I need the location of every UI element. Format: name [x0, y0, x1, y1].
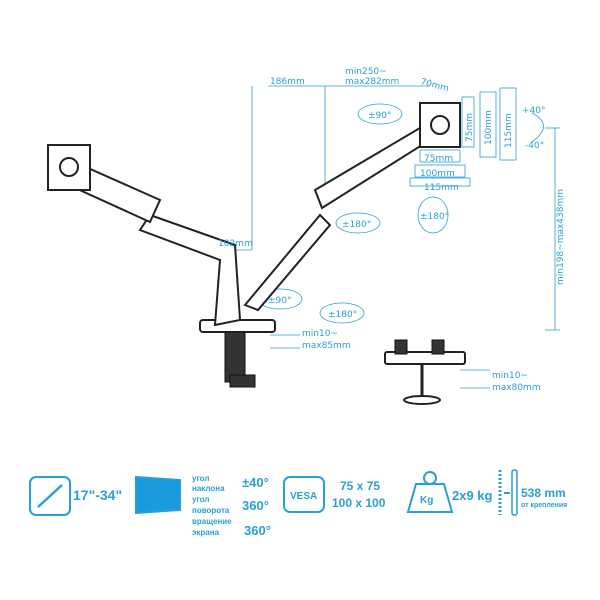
tilt-label-2: наклона: [192, 484, 225, 493]
swivel-mid-label: ±180°: [342, 220, 371, 230]
swivel-top-label: ±90°: [368, 111, 392, 121]
vesa-icon: [283, 476, 325, 513]
grommet-range-2: max80mm: [492, 383, 541, 393]
tilt-down-label: -40°: [525, 141, 544, 151]
rotation-label-2: экрана: [192, 528, 220, 537]
clamp-range-2: max85mm: [302, 341, 351, 351]
weight-icon-label: Kg: [420, 495, 433, 506]
vesa-value-1: 75 x 75: [340, 479, 380, 493]
vesa-plate-left: [47, 144, 91, 191]
vesa-h-75: 75mm: [424, 154, 453, 164]
grommet-range-1: min10~: [492, 371, 528, 381]
vesa-v-75: 75mm: [465, 113, 475, 142]
swivel-value: 360°: [242, 498, 269, 513]
clamp-range-1: min10~: [302, 329, 338, 339]
rotate-screen-label: ±180°: [420, 212, 449, 222]
screen-size-icon: [29, 476, 71, 516]
tilt-label-1: угол: [192, 474, 209, 483]
weight-value: 2x9 kg: [452, 488, 493, 503]
screen-rotate-icon: [135, 475, 181, 515]
vesa-plate-right: [419, 102, 461, 148]
swivel-label-1: угол: [192, 495, 209, 504]
rotation-value: 360°: [244, 523, 271, 538]
vesa-offset-label: 70mm: [419, 77, 450, 94]
arm-extension-label-1: min250~: [345, 67, 387, 77]
vesa-v-100: 100mm: [484, 110, 494, 145]
vesa-v-115: 115mm: [504, 113, 514, 148]
tilt-value: ±40°: [242, 475, 269, 490]
rotation-label-1: вращение: [192, 517, 232, 526]
pole-height-label: min198~max438mm: [556, 189, 566, 285]
vesa-icon-label: VESA: [290, 491, 317, 502]
arm-reach-label: 186mm: [270, 77, 305, 87]
vesa-h-115: 115mm: [424, 183, 459, 193]
swivel-label-2: поворота: [192, 506, 230, 515]
dimension-lines: [214, 85, 560, 389]
distance-value: 538 mm: [521, 486, 566, 500]
rotation-arrows: [257, 103, 544, 324]
vesa-value-2: 100 x 100: [332, 496, 386, 510]
arm-extension-label-2: max282mm: [345, 77, 399, 87]
vesa-h-100: 100mm: [420, 169, 455, 179]
monitor-arm-drawing: [47, 102, 466, 405]
weight-icon: [423, 471, 437, 485]
distance-label: от крепления: [521, 502, 567, 509]
spec-strip: 17"-34" угол наклона угол поворота враще…: [29, 469, 567, 538]
screen-size-value: 17"-34": [73, 487, 122, 503]
swivel-base2-label: ±180°: [328, 310, 357, 320]
swivel-base-label: ±90°: [268, 296, 292, 306]
lower-arm-label: 102mm: [218, 239, 253, 249]
tilt-up-label: +40°: [522, 106, 546, 116]
